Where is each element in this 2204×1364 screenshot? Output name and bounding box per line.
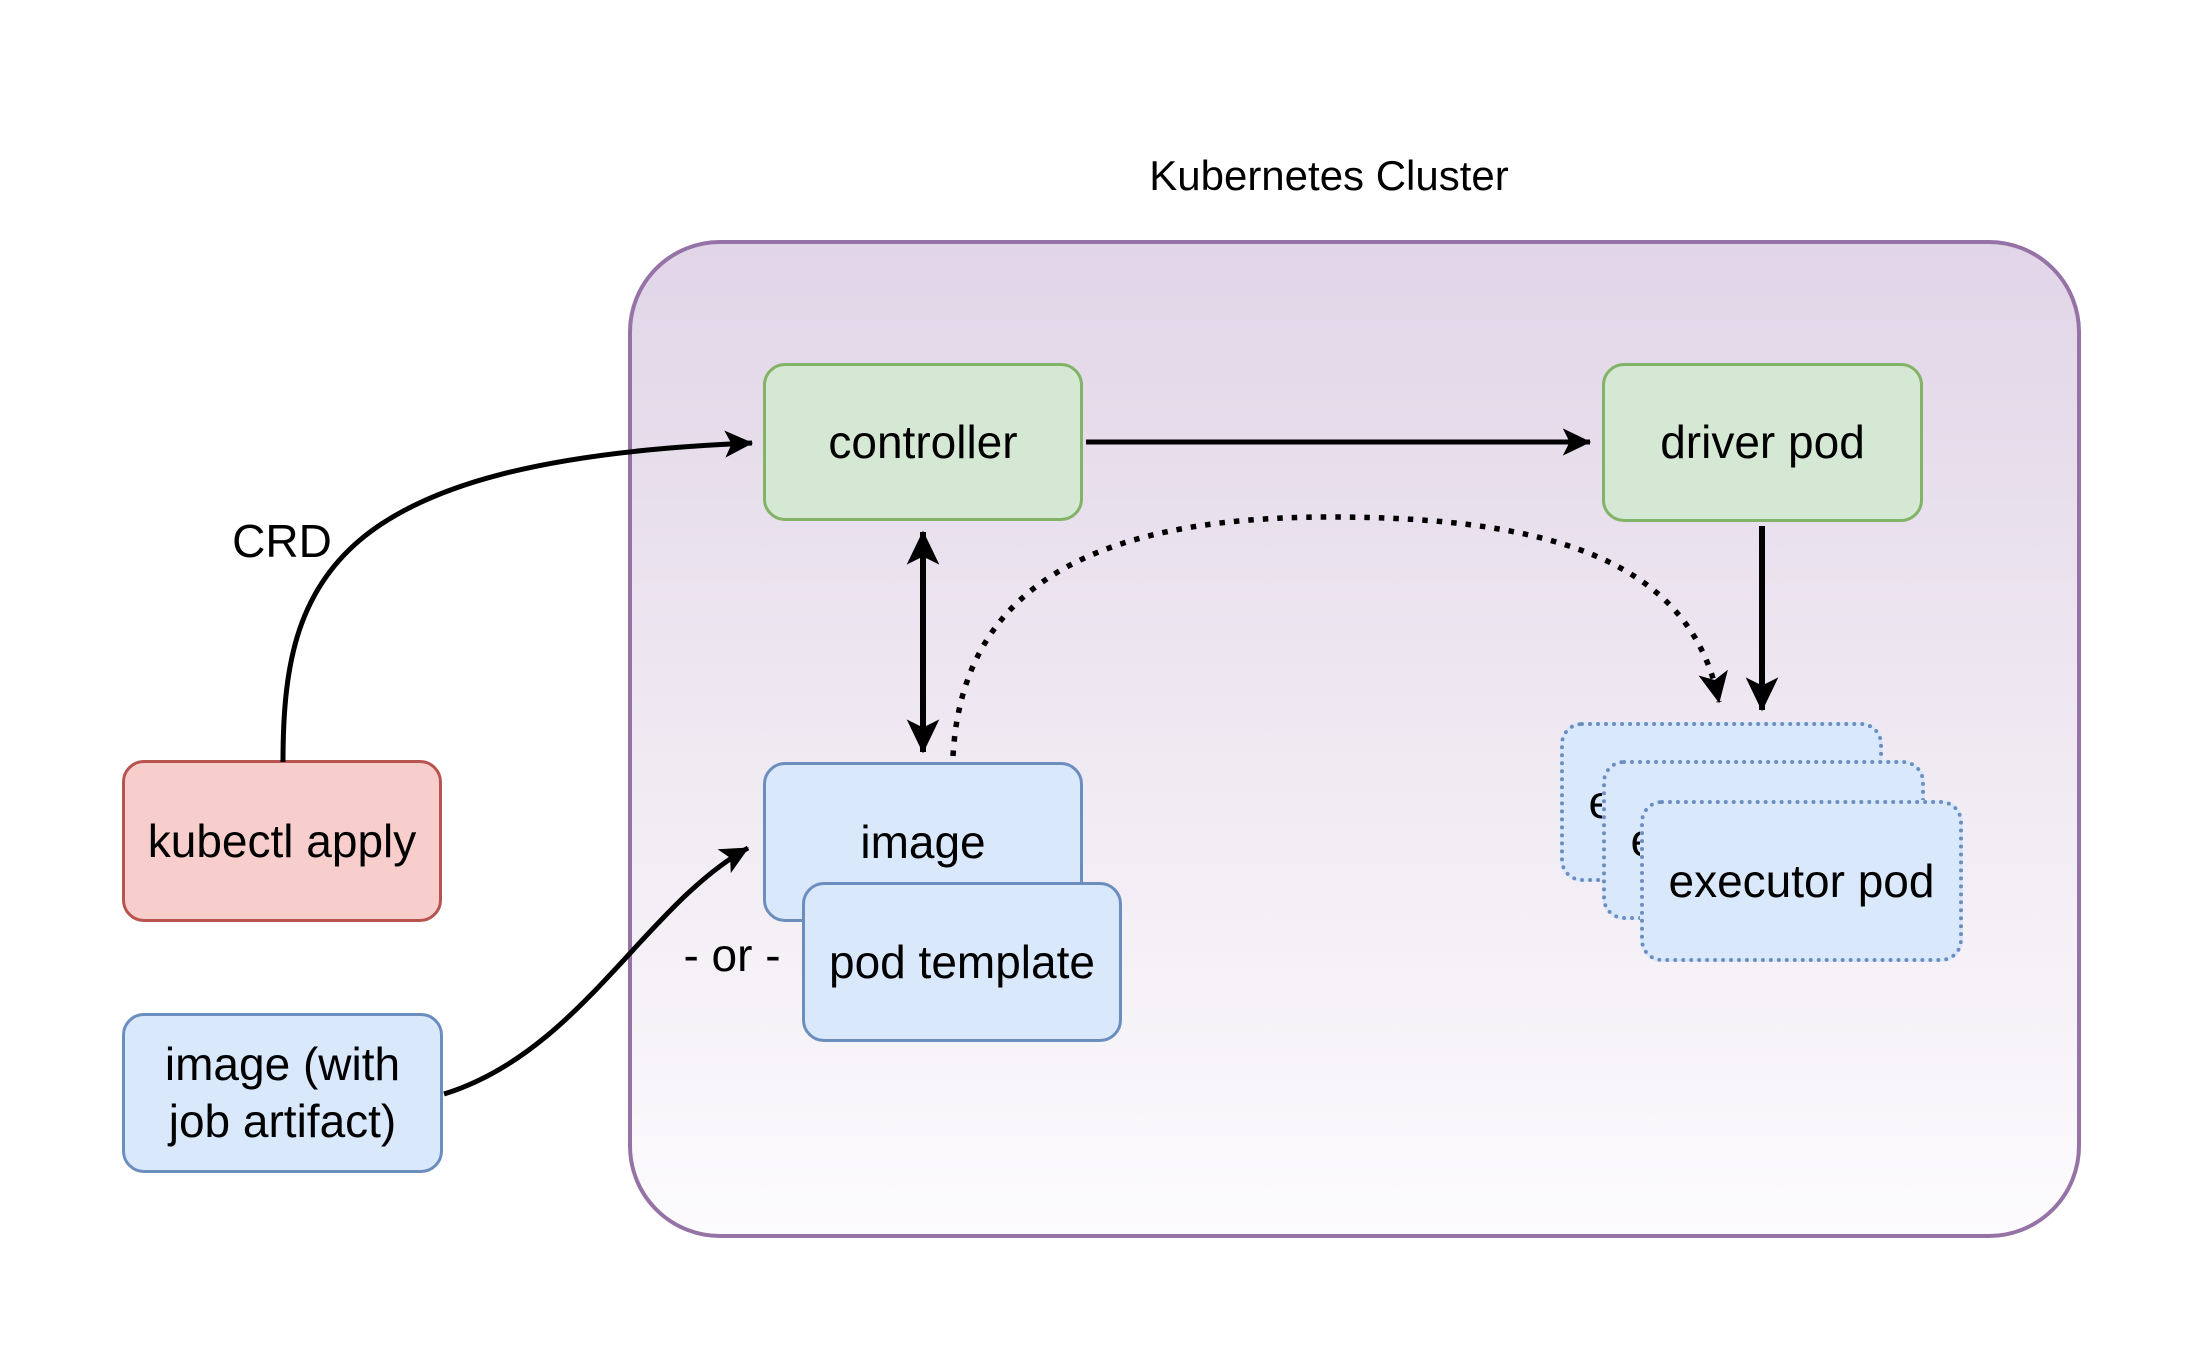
node-controller-label: controller	[828, 415, 1018, 468]
node-image-with-job-artifact-label: image (with job artifact)	[165, 1036, 400, 1150]
node-kubectl-apply: kubectl apply	[122, 760, 442, 922]
node-image-with-job-artifact: image (with job artifact)	[122, 1013, 443, 1173]
node-controller: controller	[763, 363, 1083, 521]
node-driver-pod: driver pod	[1602, 363, 1923, 522]
node-image-label: image	[860, 815, 986, 868]
node-kubectl-apply-label: kubectl apply	[147, 814, 417, 867]
or-label: - or -	[683, 929, 781, 981]
node-executor-pod-front-label: executor pod	[1668, 854, 1935, 907]
artifact-label-line1: image (with	[164, 1038, 401, 1090]
node-executor-pod-front: executor pod	[1640, 800, 1963, 962]
node-driver-pod-label: driver pod	[1660, 416, 1865, 468]
artifact-label-line2: job artifact)	[168, 1095, 397, 1147]
node-pod-template: pod template	[802, 882, 1122, 1042]
node-pod-template-label: pod template	[829, 935, 1095, 988]
crd-edge-label: CRD	[232, 515, 332, 567]
diagram-title: Kubernetes Cluster	[1149, 152, 1509, 199]
